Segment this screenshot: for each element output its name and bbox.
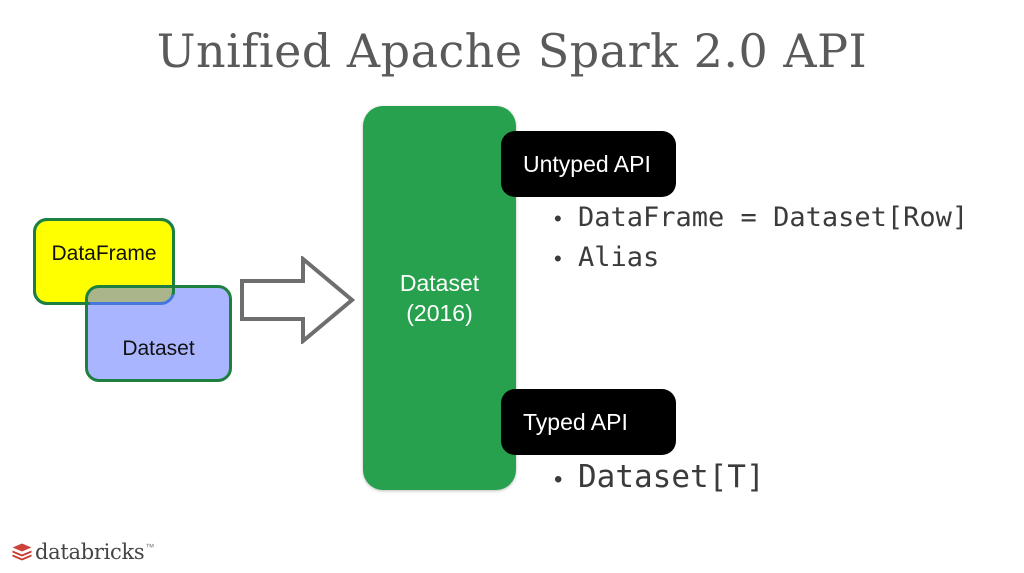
right-block-arrow-icon [240,254,356,346]
legacy-api-venn-group: DataFrame Dataset [28,212,243,392]
untyped-api-bullet-text: DataFrame = Dataset[Row] [578,202,969,233]
bullet-marker-icon: • [554,206,562,231]
bullet-marker-icon: • [554,246,562,271]
databricks-trademark: ™ [145,542,155,552]
transition-arrow [240,254,356,346]
dataset-box: Dataset [85,285,232,382]
unified-dataset-panel-text: Dataset (2016) [363,268,516,328]
typed-api-bullet-text: Dataset[T] [578,459,765,495]
list-item: • Alias [548,240,968,276]
list-item: • Dataset[T] [548,458,765,496]
dataset-box-label: Dataset [122,337,195,360]
unified-dataset-panel-line1: Dataset [399,270,480,296]
untyped-api-bullet-list: • DataFrame = Dataset[Row] • Alias [548,200,968,280]
page-title: Unified Apache Spark 2.0 API [156,24,868,78]
bullet-marker-icon: • [554,466,563,493]
unified-dataset-panel: Dataset (2016) [363,106,516,490]
databricks-wordmark: databricks [35,540,145,564]
dataframe-box-label: DataFrame [51,242,157,265]
unified-dataset-panel-line2: (2016) [406,300,473,326]
untyped-api-bullet-text: Alias [578,242,660,273]
databricks-logo: databricks ™ [11,540,154,564]
typed-api-bullet-list: • Dataset[T] [548,458,765,500]
typed-api-chip: Typed API [501,389,676,455]
list-item: • DataFrame = Dataset[Row] [548,200,968,236]
untyped-api-chip: Untyped API [501,131,676,197]
databricks-stacked-layers-icon [12,543,32,561]
